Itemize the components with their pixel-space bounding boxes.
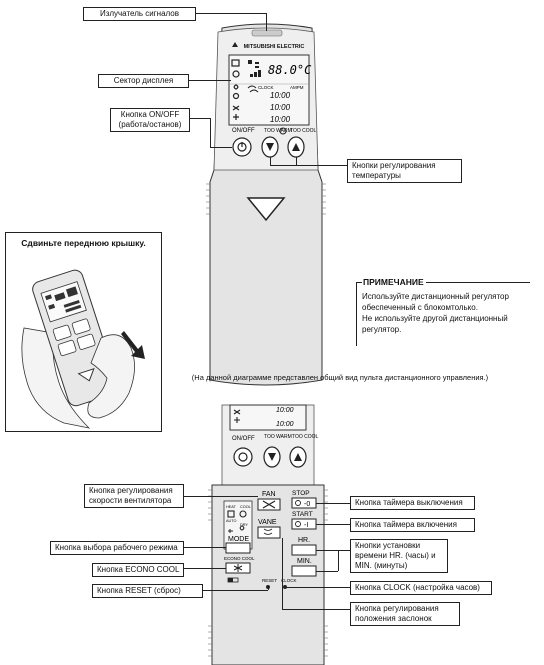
mode-fan-icon <box>232 105 240 111</box>
mode-snow-icon <box>233 114 239 120</box>
stop-label: STOP <box>292 490 310 497</box>
cool-label: COOL <box>240 505 251 509</box>
fan-icon <box>262 500 276 509</box>
callout-mode: Кнопка выбора рабочего режима <box>50 541 184 555</box>
callout-reset: Кнопка RESET (сброс) <box>92 584 203 598</box>
callout-onoff: Кнопка ON/OFF(работа/останов) <box>110 108 190 132</box>
triangle-up-icon <box>292 143 300 151</box>
callout-econo: Кнопка ECONO COOL <box>92 563 184 577</box>
svg-text:-I: -I <box>304 522 308 529</box>
slide-arrow-icon <box>121 331 145 359</box>
start-label: START <box>292 511 313 518</box>
mode-dry-icon-2 <box>239 525 245 531</box>
too-cool-label: TOO COOL <box>290 128 317 134</box>
callout-timer-on: Кнопка таймера включения <box>350 518 475 532</box>
snowflake-icon <box>233 564 243 572</box>
display-panel <box>228 54 310 126</box>
bottom-remote-drawing: 10:00 10:00 ON/OFF TOO WARM TOO COOL FAN… <box>208 404 328 665</box>
triangle-down-icon-2 <box>268 453 276 461</box>
time-readout-2: 10:00 <box>270 103 291 112</box>
onoff-label-2: ON/OFF <box>232 436 255 442</box>
cover-slide-triangle-icon <box>246 197 286 222</box>
svg-text:10:00: 10:00 <box>276 421 294 428</box>
mode-cool-icon <box>232 92 240 100</box>
mode-auto-icon <box>231 59 240 67</box>
too-warm-label-2: TOO WARM <box>264 434 292 440</box>
callout-timer-off: Кнопка таймера выключения <box>350 496 475 510</box>
too-cool-label-2: TOO COOL <box>292 434 319 440</box>
clock-label: CLOCK <box>258 85 274 90</box>
diagram-caption: (На данной диаграмме представлен общий в… <box>191 373 489 382</box>
slide-cover-title: Сдвиньте переднюю крышку. <box>21 238 146 248</box>
slide-cover-panel: Сдвиньте переднюю крышку. <box>5 232 162 432</box>
thermometer-icon <box>279 127 287 135</box>
triangle-down-icon <box>266 143 274 151</box>
min-label: MIN. <box>297 558 312 565</box>
mode-label: MODE <box>228 536 249 543</box>
vane-icon <box>247 85 259 93</box>
temp-readout: 88.0°C <box>268 63 312 77</box>
econo-label: ECONO COOL <box>224 556 255 561</box>
vane-icon <box>263 528 273 535</box>
mode-dry-icon <box>233 84 239 90</box>
min-button <box>291 565 317 577</box>
vane-button <box>257 526 281 539</box>
note-title: ПРИМЕЧАНИЕ <box>363 277 424 287</box>
time-readout-3: 10:00 <box>270 115 291 124</box>
hands-illustration <box>21 269 145 429</box>
vane-label: VANE <box>258 519 277 526</box>
top-remote-drawing: 88.0°C CLOCK AMPM 10:00 10:00 10:00 ON/O… <box>206 23 326 386</box>
callout-clock: Кнопка CLOCK (настройка часов) <box>350 581 492 595</box>
power-icon-2 <box>238 452 248 462</box>
callout-emitter: Излучатель сигналов <box>83 7 196 21</box>
hr-button <box>291 544 317 556</box>
onoff-label: ON/OFF <box>232 128 255 134</box>
mode-button <box>225 542 251 554</box>
auto-label: AUTO <box>226 519 237 523</box>
signal-emitter <box>251 29 283 37</box>
onoff-button-2 <box>233 447 253 467</box>
svg-text:10:00: 10:00 <box>276 407 294 414</box>
heat-label: HEAT <box>226 505 237 509</box>
mode-heat-icon-2 <box>239 510 247 518</box>
fan-label: FAN <box>262 491 276 498</box>
note-body: Используйте дистанционный регулятор обес… <box>362 292 509 334</box>
clock-label-2: CLOCK <box>281 578 297 583</box>
triangle-up-icon-2 <box>294 453 302 461</box>
callout-display: Сектор дисплея <box>98 74 189 88</box>
display-panel-partial <box>229 404 307 431</box>
time-readout-1: 10:00 <box>270 91 291 100</box>
too-warm-label: TOO WARM <box>264 128 292 134</box>
svg-text:-0: -0 <box>304 501 310 508</box>
mode-heat-icon <box>232 70 240 78</box>
mode-auto-icon-2 <box>227 510 235 518</box>
dry-label: DRY <box>240 523 248 527</box>
fan-speed-icon <box>248 60 252 64</box>
ampm-label: AMPM <box>290 85 304 90</box>
brand-label: MITSUBISHI ELECTRIC <box>243 44 305 50</box>
reset-label: RESET <box>262 578 277 583</box>
hr-label: HR. <box>298 537 310 544</box>
mitsubishi-logo-icon <box>232 42 238 47</box>
